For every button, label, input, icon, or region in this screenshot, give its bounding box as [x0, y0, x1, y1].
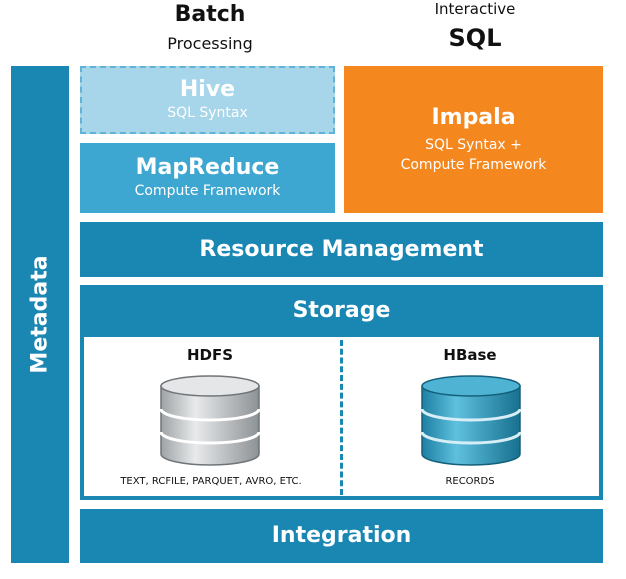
batch-heading: Batch: [174, 2, 246, 27]
mapreduce-block: MapReduce Compute Framework: [80, 143, 335, 213]
batch-subheading: Processing: [167, 34, 253, 53]
storage-label: Storage: [292, 298, 391, 323]
resource-management-block: Resource Management: [80, 222, 603, 277]
metadata-label-wrap: Metadata: [11, 66, 69, 563]
hbase-formats: RECORDS: [445, 476, 495, 487]
impala-subtitle-line1: SQL Syntax +: [425, 136, 522, 153]
hive-block: Hive SQL Syntax: [80, 66, 335, 134]
hbase-database-icon: [420, 375, 522, 466]
resource-management-label: Resource Management: [199, 236, 484, 262]
metadata-bar: [11, 66, 69, 563]
mapreduce-title: MapReduce: [135, 155, 280, 180]
impala-block: Impala SQL Syntax + Compute Framework: [344, 66, 603, 213]
impala-title: Impala: [431, 104, 516, 130]
interactive-heading: Interactive: [434, 0, 516, 18]
interactive-subheading: SQL: [448, 24, 502, 52]
hdfs-formats: TEXT, RCFILE, PARQUET, AVRO, ETC.: [120, 476, 302, 487]
storage-header: Storage: [80, 285, 603, 337]
hive-subtitle: SQL Syntax: [167, 105, 248, 121]
mapreduce-subtitle: Compute Framework: [134, 183, 281, 199]
hdfs-database-icon: [159, 375, 261, 466]
storage-divider: [340, 340, 343, 495]
hbase-label: HBase: [443, 346, 497, 364]
integration-label: Integration: [271, 523, 412, 548]
integration-block: Integration: [80, 509, 603, 563]
metadata-label: Metadata: [27, 255, 53, 374]
hdfs-label: HDFS: [186, 346, 234, 364]
impala-subtitle-line2: Compute Framework: [400, 156, 547, 173]
hive-title: Hive: [179, 77, 236, 102]
